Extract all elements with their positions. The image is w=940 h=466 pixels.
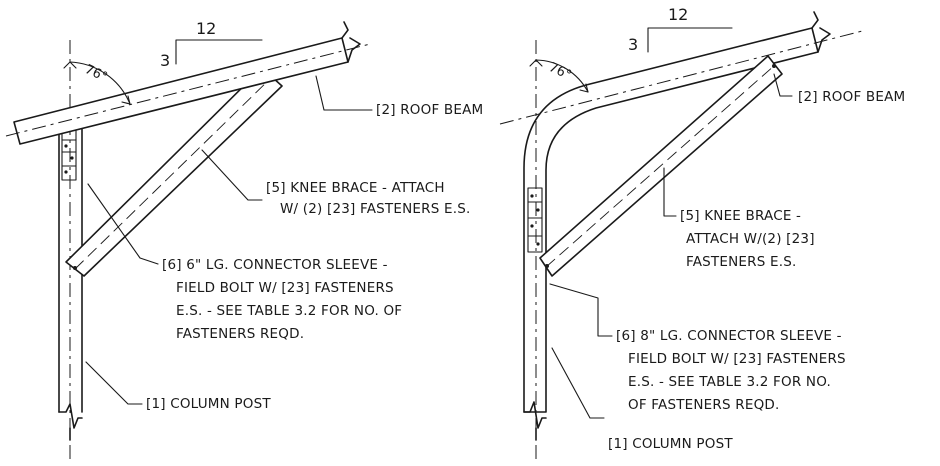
left-connector-label-1: [6] 6" LG. CONNECTOR SLEEVE - <box>162 257 388 273</box>
left-pitch-run: 12 <box>196 19 216 38</box>
left-connector-label-4: FASTENERS REQD. <box>176 326 304 342</box>
right-angle-label: 76° <box>546 60 573 83</box>
left-knee-brace-label-1: [5] KNEE BRACE - ATTACH <box>266 180 445 196</box>
left-connector-label-2: FIELD BOLT W/ [23] FASTENERS <box>176 280 394 296</box>
right-knee-brace <box>539 55 783 277</box>
right-connector-sleeve <box>527 187 543 253</box>
left-connector-label-3: E.S. - SEE TABLE 3.2 FOR NO. OF <box>176 303 402 319</box>
left-knee-brace-label-2: W/ (2) [23] FASTENERS E.S. <box>280 201 470 217</box>
left-roof-beam <box>5 21 371 145</box>
right-pitch-run: 12 <box>668 5 688 24</box>
left-connector-sleeve <box>61 127 77 181</box>
left-column-post-label: [1] COLUMN POST <box>146 396 271 412</box>
right-column-post <box>499 11 867 462</box>
right-pitch-symbol: 3 12 <box>628 5 733 54</box>
left-pitch-symbol: 3 12 <box>160 19 263 70</box>
right-connector-label-1: [6] 8" LG. CONNECTOR SLEEVE - <box>616 328 842 344</box>
right-knee-brace-label-3: FASTENERS E.S. <box>686 254 796 270</box>
left-pitch-rise: 3 <box>160 51 170 70</box>
right-pitch-rise: 3 <box>628 35 638 54</box>
right-knee-brace-label-2: ATTACH W/(2) [23] <box>686 231 815 247</box>
right-connector-label-4: OF FASTENERS REQD. <box>628 397 779 413</box>
left-leaders <box>85 75 373 405</box>
left-angle-label: 76° <box>82 62 109 85</box>
right-connector-label-3: E.S. - SEE TABLE 3.2 FOR NO. <box>628 374 831 390</box>
left-roof-beam-label: [2] ROOF BEAM <box>376 102 483 118</box>
right-knee-brace-label-1: [5] KNEE BRACE - <box>680 208 801 224</box>
right-leaders <box>549 73 793 419</box>
right-detail: 76° 3 12 [2] ROOF BEAM [5] KNEE BRACE - … <box>499 5 905 462</box>
right-roof-beam-label: [2] ROOF BEAM <box>798 89 905 105</box>
right-column-post-label: [1] COLUMN POST <box>608 436 733 452</box>
right-connector-label-2: FIELD BOLT W/ [23] FASTENERS <box>628 351 846 367</box>
left-detail: 76° 3 12 [2] ROOF BEAM [5] KNEE BRACE - … <box>5 19 483 462</box>
